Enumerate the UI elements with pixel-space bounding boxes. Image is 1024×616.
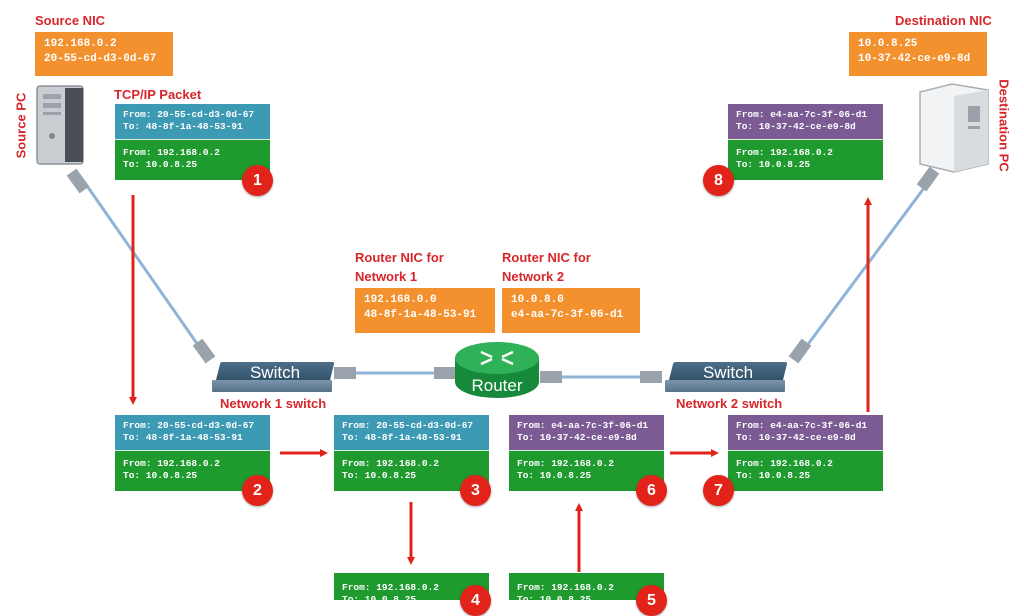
source-nic-box: 192.168.0.2 20-55-cd-d3-0d-67	[35, 32, 173, 76]
destination-nic-mac: 10-37-42-ce-e9-8d	[858, 53, 971, 65]
switch-icon: Switch	[212, 362, 335, 392]
step-badge-3: 3	[460, 475, 491, 506]
step-badge-6: 6	[636, 475, 667, 506]
source-pc-label: Source PC	[13, 92, 29, 159]
packet-7-ip-header: From: 192.168.0.2 To: 10.0.8.25	[728, 450, 883, 491]
destination-server-icon	[919, 83, 989, 173]
network2-switch-label: Network 2 switch	[676, 396, 783, 411]
ethernet-cable-icon	[334, 367, 456, 379]
connections-layer	[66, 166, 940, 572]
destination-nic-label: Destination NIC	[895, 13, 992, 28]
packet-6-ip-header: From: 192.168.0.2 To: 10.0.8.25	[509, 450, 664, 491]
packet-1: From: 20-55-cd-d3-0d-67 To: 48-8f-1a-48-…	[115, 104, 270, 180]
packet-6: From: e4-aa-7c-3f-06-d1 To: 10-37-42-ce-…	[509, 415, 664, 491]
destination-nic-box: 10.0.8.25 10-37-42-ce-e9-8d	[849, 32, 987, 76]
router-nic-1-label: Router NIC for Network 1	[355, 250, 444, 284]
ethernet-cable-icon	[540, 371, 662, 383]
router-nic-1-box: 192.168.0.0 48-8f-1a-48-53-91	[355, 288, 495, 333]
packet-7: From: e4-aa-7c-3f-06-d1 To: 10-37-42-ce-…	[728, 415, 883, 491]
router-nic-2-mac: e4-aa-7c-3f-06-d1	[511, 309, 624, 321]
router-nic-1-mac: 48-8f-1a-48-53-91	[364, 309, 477, 321]
packet-8: From: e4-aa-7c-3f-06-d1 To: 10-37-42-ce-…	[728, 104, 883, 180]
packet-7-mac-header: From: e4-aa-7c-3f-06-d1 To: 10-37-42-ce-…	[728, 415, 883, 450]
network1-switch-label: Network 1 switch	[220, 396, 327, 411]
packet-3-mac-header: From: 20-55-cd-d3-0d-67 To: 48-8f-1a-48-…	[334, 415, 489, 450]
source-pc-icon	[36, 85, 84, 165]
step-badge-1: 1	[242, 165, 273, 196]
step-badge-5: 5	[636, 585, 667, 616]
source-nic-ip: 192.168.0.2	[44, 38, 117, 50]
router-nic-2-box: 10.0.8.0 e4-aa-7c-3f-06-d1	[502, 288, 640, 333]
ethernet-cable-icon	[66, 168, 216, 364]
router-nic-1-ip: 192.168.0.0	[364, 294, 437, 306]
router-nic-2-label: Router NIC for Network 2	[502, 250, 591, 284]
router-icon	[455, 342, 539, 398]
switch-2-text: Switch	[702, 363, 754, 382]
packet-8-mac-header: From: e4-aa-7c-3f-06-d1 To: 10-37-42-ce-…	[728, 104, 883, 139]
step-badge-8: 8	[703, 165, 734, 196]
tcpip-packet-label: TCP/IP Packet	[114, 87, 202, 102]
ethernet-cable-icon	[788, 166, 940, 364]
source-nic-mac: 20-55-cd-d3-0d-67	[44, 53, 157, 65]
router-nic-2-ip: 10.0.8.0	[511, 294, 564, 306]
source-nic-label: Source NIC	[35, 13, 106, 28]
step-badge-7: 7	[703, 475, 734, 506]
packet-2-mac-header: From: 20-55-cd-d3-0d-67 To: 48-8f-1a-48-…	[115, 415, 270, 450]
packet-1-mac-header: From: 20-55-cd-d3-0d-67 To: 48-8f-1a-48-…	[115, 104, 270, 139]
router-text: Router	[471, 376, 523, 395]
switch-icon: Switch	[665, 362, 788, 392]
step-badge-2: 2	[242, 475, 273, 506]
switch-1-text: Switch	[249, 363, 301, 382]
destination-nic-ip: 10.0.8.25	[858, 38, 918, 50]
step-badge-4: 4	[460, 585, 491, 616]
packet-8-ip-header: From: 192.168.0.2 To: 10.0.8.25	[728, 139, 883, 180]
destination-pc-label: Destination PC	[996, 79, 1012, 172]
packet-6-mac-header: From: e4-aa-7c-3f-06-d1 To: 10-37-42-ce-…	[509, 415, 664, 450]
